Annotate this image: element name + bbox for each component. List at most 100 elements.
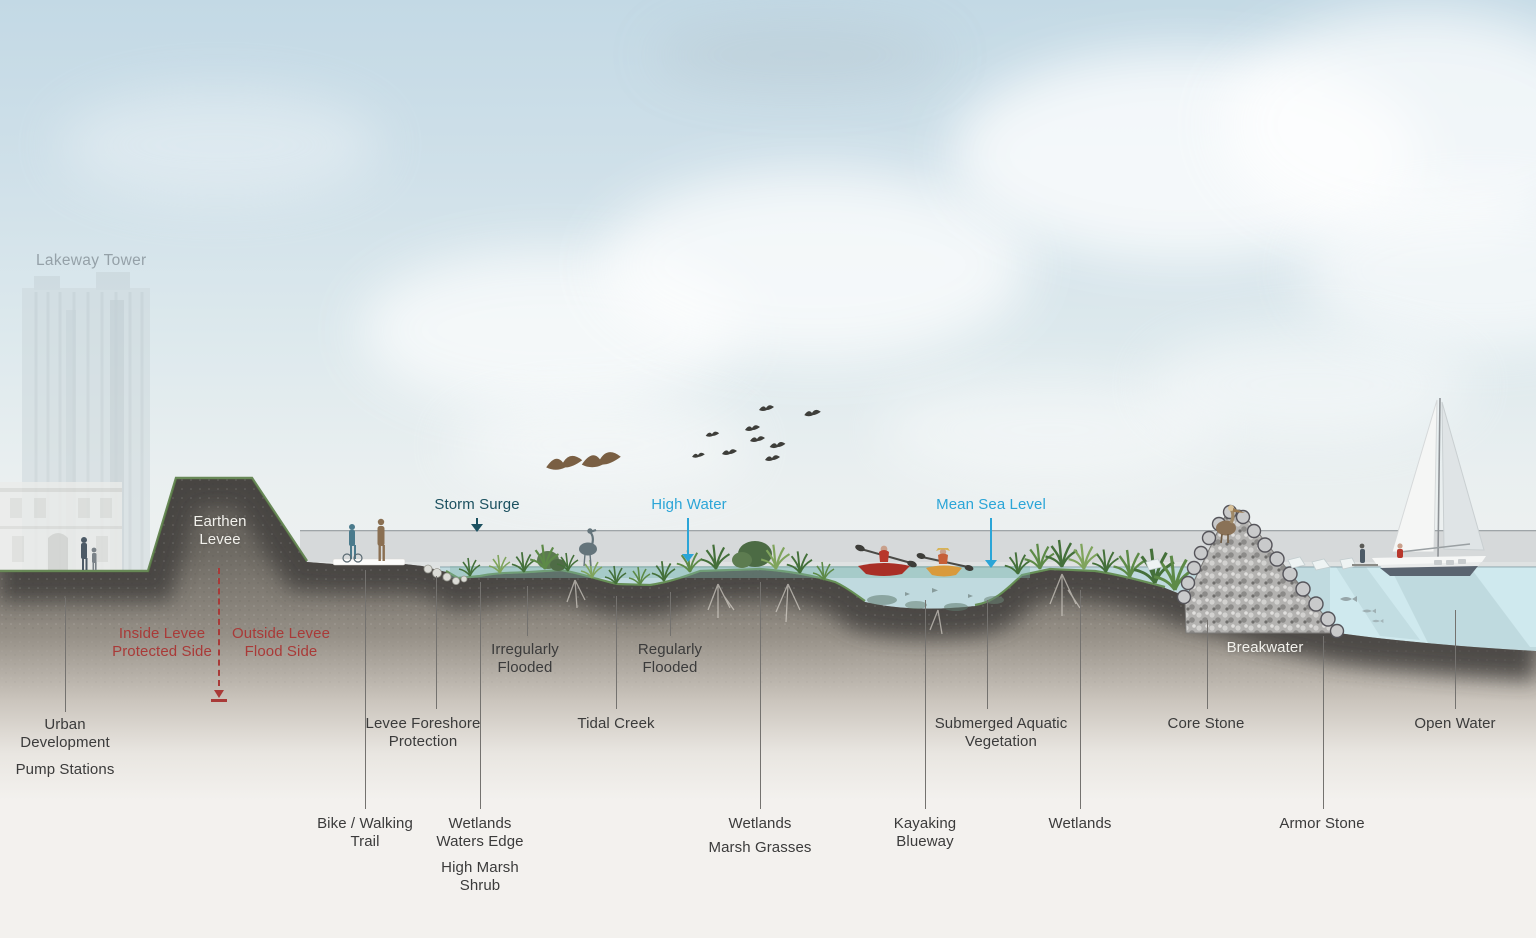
wetlands-right-label-line: Wetlands [1048,815,1112,832]
trail-walkers-icon [342,518,385,563]
levee-foreshore-protection-label-line: Protection [388,733,458,750]
pedestrians-icon [81,537,97,570]
storm-surge-label-line: Storm Surge [434,496,520,513]
paddle-boarders-icon [1352,543,1378,566]
bike-walking-trail-leader [365,570,366,809]
open-water-leader [1455,610,1456,709]
core-stone-leader [1207,620,1208,709]
inside-levee-label-line: Protected Side [112,643,212,660]
marsh-shrub [732,552,752,568]
mean-sea-level-arrow-head [985,560,997,568]
levee-foreshore-protection-label-line: Levee Foreshore [365,715,481,732]
high-water-label-line: High Water [651,496,727,513]
tidal-creek-label-line: Tidal Creek [577,715,655,732]
submerged-aquatic-vegetation-label-line: Vegetation [965,733,1037,750]
kayaking-blueway-label-line: Blueway [896,833,954,850]
wetlands-waters-edge-label-line: Waters Edge [436,833,524,850]
armor-stone-label-line: Armor Stone [1279,815,1365,832]
kayaker-yellow-icon [916,548,974,577]
storm-surge-arrow-head [471,524,483,532]
submerged-aquatic-vegetation-icon [867,588,1004,611]
wetlands-marsh-label: Wetlands [728,815,791,833]
wetlands-waters-edge-leader [480,582,481,809]
mean-sea-level-arrow [990,518,992,561]
levee-divider-endcap [211,699,227,702]
marsh-grasses-label-line: Marsh Grasses [708,839,812,856]
regularly-flooded-label-line: Regularly [637,641,703,658]
irregularly-flooded-label-line: Flooded [497,659,553,676]
breakwater-label: Breakwater [1227,639,1304,657]
core-stone-label: Core Stone [1168,715,1245,733]
lakeway-tower-label: Lakeway Tower [36,252,147,269]
wave-foam [1145,556,1357,571]
kayaker-red-icon [855,544,917,576]
submerged-aquatic-vegetation-label-line: Submerged Aquatic [934,715,1068,732]
earthen-levee-label-line: Earthen [193,513,247,530]
high-water-arrow-head [682,554,694,562]
outside-levee-label-line: Outside Levee [231,625,331,642]
open-water-surface [1330,567,1536,647]
water-shadow [1336,567,1420,640]
breakwater-stones-icon [1176,504,1345,639]
cloud [600,170,1030,360]
storm-surge-arrow [476,518,478,525]
tidal-creek-label: Tidal Creek [577,715,654,733]
core-stone-label-line: Core Stone [1167,715,1245,732]
boaters-icon [1397,543,1403,558]
cloud [650,20,950,90]
bike-walking-trail-label-line: Bike / Walking [317,815,413,832]
pump-stations-label-line: Pump Stations [15,761,115,778]
outside-levee-label-line: Flood Side [244,643,318,660]
armor-stone-leader [1323,636,1324,809]
open-water-label-line: Open Water [1414,715,1496,732]
inside-levee-label-line: Inside Levee [118,625,206,642]
urban-development-label-line: Urban [44,716,86,733]
wetlands-marsh-leader [760,582,761,809]
sailboat-icon [1352,397,1486,576]
regularly-flooded-label-line: Flooded [642,659,698,676]
irregularly-flooded-leader [527,586,528,636]
high-water-label: High Water [651,496,726,514]
high-marsh-shrub-label-line: High Marsh [441,859,519,876]
high-water-arrow [687,518,689,555]
cloud [450,400,750,490]
trail [332,558,406,566]
storm-surge-label: Storm Surge [434,496,519,514]
marsh-grasses-label: Marsh Grasses [709,839,812,857]
armor-stone-label: Armor Stone [1279,815,1364,833]
fish-icon [1340,596,1384,623]
levee-foreshore-protection-leader [436,576,437,709]
kayaking-blueway-leader [925,600,926,809]
submerged-aquatic-vegetation-leader [987,600,988,709]
irregularly-flooded-label-line: Irregularly [491,641,559,658]
wetlands-marsh-label-line: Wetlands [728,815,792,832]
earthen-levee-label-line: Levee [199,531,241,548]
kayaking-blueway-label-line: Kayaking [893,815,957,832]
levee-divider-line [218,568,220,686]
historic-building-icon [0,482,122,570]
open-water-label: Open Water [1414,715,1495,733]
pump-stations-label: Pump Stations [16,761,115,779]
wetlands-right-label: Wetlands [1048,815,1111,833]
heron-icon [579,528,597,567]
cloud [1150,330,1470,440]
wetlands-waters-edge-label-line: Wetlands [448,815,512,832]
tidal-creek-leader [616,596,617,709]
cloud [880,380,1220,480]
cloud [60,90,380,200]
mean-sea-level-label-line: Mean Sea Level [936,496,1046,513]
urban-development-label-line: Development [20,734,110,751]
high-marsh-shrub-label-line: Shrub [459,877,501,894]
